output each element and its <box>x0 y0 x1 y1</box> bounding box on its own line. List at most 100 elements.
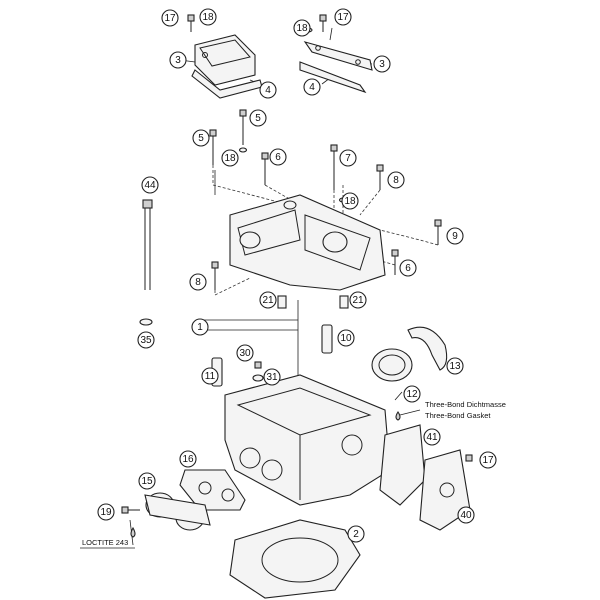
callout-number: 4 <box>265 85 271 96</box>
intake-boot <box>371 326 448 382</box>
callout-circle <box>161 9 179 27</box>
callout-circle <box>446 227 464 245</box>
callout-number: 44 <box>144 180 156 191</box>
callout-21: 21 <box>259 291 277 309</box>
callout-number: 21 <box>352 295 364 306</box>
callout-circle <box>192 129 210 147</box>
callout-40: 40 <box>457 506 475 524</box>
callout-19: 19 <box>97 503 115 521</box>
valve-cover-right <box>299 41 373 94</box>
callout-18: 18 <box>199 8 217 26</box>
callout-circle <box>138 472 156 490</box>
exhaust-gasket <box>179 469 246 511</box>
callout-circle <box>347 525 365 543</box>
callout-number: 2 <box>353 529 359 540</box>
callout-18: 18 <box>221 149 239 167</box>
callout-21: 21 <box>349 291 367 309</box>
callout-31: 31 <box>263 368 281 386</box>
callout-2: 2 <box>347 525 365 543</box>
callout-number: 8 <box>195 277 201 288</box>
callout-circle <box>334 8 352 26</box>
callout-4: 4 <box>259 81 277 99</box>
callout-number: 17 <box>482 455 494 466</box>
callout-number: 10 <box>340 333 352 344</box>
callout-18: 18 <box>293 19 311 37</box>
callout-number: 7 <box>345 153 351 164</box>
callout-circle <box>337 329 355 347</box>
callout-number: 16 <box>182 454 194 465</box>
callout-circle <box>201 367 219 385</box>
callout-circle <box>263 368 281 386</box>
callout-number: 18 <box>202 12 214 23</box>
callout-number: 35 <box>140 335 152 346</box>
water-pump-cover <box>379 424 473 531</box>
callout-circle <box>249 109 267 127</box>
callout-number: 1 <box>197 322 203 333</box>
callout-number: 40 <box>460 510 472 521</box>
callout-7: 7 <box>339 149 357 167</box>
callout-41: 41 <box>423 428 441 446</box>
callout-30: 30 <box>236 344 254 362</box>
callout-circle <box>221 149 239 167</box>
callout-15: 15 <box>138 472 156 490</box>
callout-circle <box>199 8 217 26</box>
callout-circle <box>179 450 197 468</box>
callout-circle <box>387 171 405 189</box>
dowel-pins <box>277 295 349 309</box>
callout-number: 5 <box>198 133 204 144</box>
callout-16: 16 <box>179 450 197 468</box>
exhaust-flange <box>144 492 211 531</box>
callout-18: 18 <box>341 192 359 210</box>
callout-circle <box>97 503 115 521</box>
callout-number: 15 <box>141 476 153 487</box>
callout-circle <box>259 81 277 99</box>
sealant-note-1: Three-Bond Dichtmasse <box>425 400 506 409</box>
callout-number: 18 <box>344 196 356 207</box>
callout-circle <box>341 192 359 210</box>
callout-44: 44 <box>141 176 159 194</box>
callout-number: 6 <box>405 263 411 274</box>
callout-11: 11 <box>201 367 219 385</box>
callout-3: 3 <box>169 51 187 69</box>
callout-circle <box>479 451 497 469</box>
callout-5: 5 <box>192 129 210 147</box>
thread-lock-note: LOCTITE 243 <box>82 538 128 547</box>
callout-6: 6 <box>399 259 417 277</box>
flange-screw <box>121 506 140 538</box>
callout-17: 17 <box>161 9 179 27</box>
callout-9: 9 <box>446 227 464 245</box>
callout-5: 5 <box>249 109 267 127</box>
callout-number: 5 <box>255 113 261 124</box>
callout-number: 17 <box>337 12 349 23</box>
cylinder-head <box>224 374 391 506</box>
callout-circle <box>446 357 464 375</box>
callout-circle <box>259 291 277 309</box>
callout-circle <box>189 273 207 291</box>
callout-circle <box>169 51 187 69</box>
callout-number: 4 <box>309 82 315 93</box>
callout-number: 9 <box>452 231 458 242</box>
callout-circle <box>457 506 475 524</box>
callout-circle <box>349 291 367 309</box>
callout-12: 12 <box>403 385 421 403</box>
callout-number: 11 <box>205 371 216 382</box>
callout-number: 13 <box>449 361 461 372</box>
callout-13: 13 <box>446 357 464 375</box>
callout-circle <box>236 344 254 362</box>
sealant-drop-icon <box>395 411 401 421</box>
callout-circle <box>423 428 441 446</box>
callout-number: 31 <box>266 372 278 383</box>
callout-circle <box>141 176 159 194</box>
callout-number: 12 <box>406 389 418 400</box>
callout-number: 3 <box>175 55 181 66</box>
callout-circle <box>403 385 421 403</box>
callout-number: 41 <box>426 432 438 443</box>
long-stud <box>139 199 153 326</box>
callout-6: 6 <box>269 148 287 166</box>
callout-17: 17 <box>479 451 497 469</box>
callout-number: 3 <box>379 59 385 70</box>
callout-number: 18 <box>224 153 236 164</box>
callout-circle <box>293 19 311 37</box>
